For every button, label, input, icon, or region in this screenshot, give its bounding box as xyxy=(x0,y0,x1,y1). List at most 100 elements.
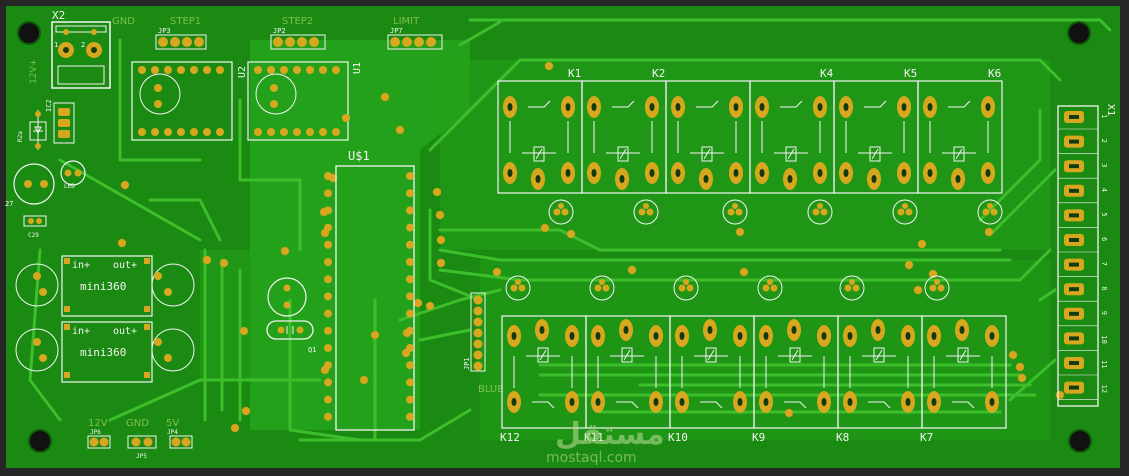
x1-terminal: 10 xyxy=(1058,332,1108,351)
transistor xyxy=(633,199,659,225)
x1-terminal: 9 xyxy=(1058,307,1108,327)
x1-terminal: 7 xyxy=(1058,258,1108,277)
c29-label: C29 xyxy=(28,232,39,239)
r2a-label: R2a xyxy=(17,131,24,142)
transistor xyxy=(924,275,950,301)
us1-pin xyxy=(406,206,414,215)
x1-terminal: 4 xyxy=(1058,184,1108,204)
us1-pin xyxy=(324,258,332,266)
jp7-label: JP7 xyxy=(390,27,403,35)
bottom-power-pins xyxy=(87,435,193,449)
mounting-hole-icon xyxy=(28,429,52,453)
capacitor-c29 xyxy=(23,215,47,227)
relay-label-k8: K8 xyxy=(836,431,849,444)
converter1-in-label: in+ xyxy=(72,260,90,271)
relay-label-k4: K4 xyxy=(820,67,834,80)
x1-pin-label: 2 xyxy=(1100,139,1108,143)
watermark-latin: mostaql.com xyxy=(546,450,637,466)
transistor xyxy=(757,275,783,301)
u2-label: U2 xyxy=(237,66,248,78)
led-indicator xyxy=(60,160,86,186)
us1-pin xyxy=(324,275,332,284)
jp4-label: JP4 xyxy=(167,429,178,436)
x1-terminal: 8 xyxy=(1058,283,1108,302)
us1-pin xyxy=(324,309,332,318)
ic2-label: IC2 xyxy=(45,99,53,112)
us1-pin xyxy=(324,206,332,215)
c27-label: 27 xyxy=(5,200,13,208)
transistor xyxy=(722,199,748,225)
transistor xyxy=(673,275,699,301)
x2-label: X2 xyxy=(52,9,65,22)
copper-traces xyxy=(28,18,1112,442)
capacitor-c27 xyxy=(13,163,55,205)
us1-pin xyxy=(324,344,332,352)
module-u2 xyxy=(131,61,233,141)
us1-pin xyxy=(406,412,414,421)
us1-pin xyxy=(324,172,332,180)
x1-pin-label: 10 xyxy=(1100,335,1108,343)
transistor-row xyxy=(505,199,1003,301)
label-gnd-top: GND xyxy=(112,16,135,27)
relay-label-k1: K1 xyxy=(568,67,581,80)
transistor xyxy=(807,199,833,225)
us1-pin xyxy=(406,258,414,266)
relay xyxy=(749,80,835,194)
label-12v-side: 12V+ xyxy=(29,59,39,84)
label-step1: STEP1 xyxy=(170,16,201,27)
vias xyxy=(117,61,1065,433)
header-jp2 xyxy=(270,34,326,50)
x1-terminal: 12 xyxy=(1058,381,1108,400)
jp1-label: JP1 xyxy=(463,357,471,370)
us1-pin xyxy=(406,223,414,232)
us1-pin xyxy=(324,240,332,249)
q1-label: Q1 xyxy=(308,346,316,354)
us1-pin xyxy=(406,309,414,318)
converter-mini360-1 xyxy=(15,255,195,317)
jp2-label: JP2 xyxy=(273,27,286,35)
us1-pin xyxy=(406,189,414,198)
us1-pin xyxy=(406,326,414,335)
converter2-out-label: out+ xyxy=(113,326,137,337)
x1-terminal: 5 xyxy=(1058,209,1108,228)
transistor xyxy=(589,275,615,301)
regulator-ic2 xyxy=(53,102,75,144)
us1-pin xyxy=(406,275,414,284)
relay xyxy=(585,315,671,429)
x2-pin2-label: 2 xyxy=(81,41,85,49)
us1-pin xyxy=(324,189,332,198)
us1-pin xyxy=(324,412,332,421)
relay xyxy=(581,80,667,194)
label-gnd-bottom: GND xyxy=(126,418,149,429)
us1-pin xyxy=(406,172,414,180)
transistor xyxy=(839,275,865,301)
x1-pin-label: 4 xyxy=(1100,188,1108,192)
x1-terminal: 6 xyxy=(1058,234,1108,253)
x1-terminal: 11 xyxy=(1058,357,1108,376)
x1-terminal: 1 xyxy=(1058,111,1108,130)
us1-pin xyxy=(406,395,414,404)
relay-label-k11: K11 xyxy=(584,431,604,444)
label-12v-bottom: 12V xyxy=(88,418,108,429)
us1-pin xyxy=(324,292,332,301)
relay-label-k2: K2 xyxy=(652,67,665,80)
terminal-block-x2 xyxy=(51,21,111,89)
label-5v-bottom: 5V xyxy=(166,418,179,429)
x2-pin1-label: 1 xyxy=(54,41,58,49)
jp5-label: JP5 xyxy=(136,453,147,460)
diode-resistor-group xyxy=(29,110,47,150)
relay-label-k5: K5 xyxy=(904,67,917,80)
us1-pin xyxy=(324,361,332,370)
relay xyxy=(837,315,923,429)
x1-pin-label: 7 xyxy=(1100,262,1108,266)
us1-pin xyxy=(324,395,332,404)
x1-label: X1 xyxy=(1105,104,1116,116)
mounting-hole-icon xyxy=(17,21,41,45)
blue-label: BLUE xyxy=(478,384,504,395)
header-jp7 xyxy=(387,34,443,50)
x1-pin-label: 1 xyxy=(1100,114,1108,118)
header-jp3 xyxy=(155,34,207,50)
transistor xyxy=(892,199,918,225)
us1-pin xyxy=(406,344,414,352)
